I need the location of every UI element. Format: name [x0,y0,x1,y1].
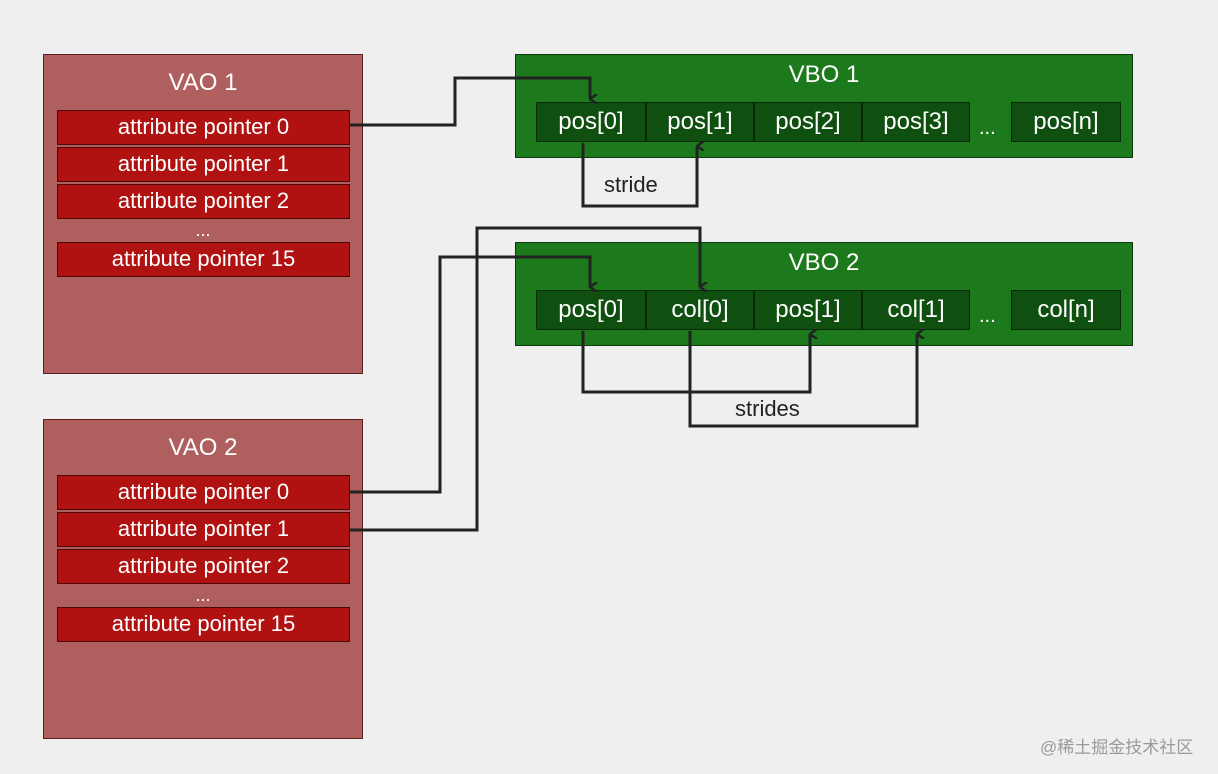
vbo-2-cell-col-n: col[n] [1011,290,1121,330]
vao-2-attribute-pointer-2: attribute pointer 2 [57,549,350,584]
vbo-2-cell-col-1: col[1] [862,290,970,330]
vao-1-attribute-pointer-2: attribute pointer 2 [57,184,350,219]
vao-1-attribute-pointer-1: attribute pointer 1 [57,147,350,182]
vao-1-attribute-pointer-15: attribute pointer 15 [57,242,350,277]
vao-2-box: VAO 2 attribute pointer 0 attribute poin… [43,419,363,739]
vbo-2-ellipsis: ... [979,305,996,327]
vbo-1-cell-pos-3: pos[3] [862,102,970,142]
vao-1-title: VAO 1 [168,69,238,96]
vbo-1-cell-pos-n: pos[n] [1011,102,1121,142]
vao-2-title: VAO 2 [168,434,238,461]
vao-1-attribute-pointer-0: attribute pointer 0 [57,110,350,145]
vbo-2-title: VBO 2 [788,249,860,276]
vbo-1-ellipsis: ... [979,117,996,139]
link-vao2-attr1-to-vbo2-col [350,226,700,532]
vbo-1-box: VBO 1 pos[0] pos[1] pos[2] pos[3] ... po… [515,54,1133,158]
vbo-1-cell-pos-1: pos[1] [646,102,754,142]
link-vao1-attr0-to-vbo1 [350,76,590,127]
vbo-2-box: VBO 2 pos[0] col[0] pos[1] col[1] ... co… [515,242,1133,346]
vbo-1-cell-pos-0: pos[0] [536,102,646,142]
vao-2-attribute-pointer-1: attribute pointer 1 [57,512,350,547]
vbo-2-cell-pos-0: pos[0] [536,290,646,330]
link-vao2-attr0-to-vbo2-pos [350,255,590,494]
vbo-1-cell-pos-2: pos[2] [754,102,862,142]
stride-bracket-vbo2-pos [581,331,810,394]
stride-bracket-vbo1 [581,143,697,208]
vao-2-ellipsis: ... [195,585,211,605]
strides-label: strides [735,396,800,421]
vao-1-ellipsis: ... [195,220,211,240]
vbo-2-cell-col-0: col[0] [646,290,754,330]
vao-2-attribute-pointer-15: attribute pointer 15 [57,607,350,642]
vao-1-box: VAO 1 attribute pointer 0 attribute poin… [43,54,363,374]
vao-2-attribute-pointer-0: attribute pointer 0 [57,475,350,510]
stride-bracket-vbo2-col [688,331,917,428]
watermark: @稀土掘金技术社区 [1040,738,1194,757]
vbo-2-cell-pos-1: pos[1] [754,290,862,330]
stride-label: stride [604,172,658,197]
vbo-1-title: VBO 1 [788,61,860,88]
